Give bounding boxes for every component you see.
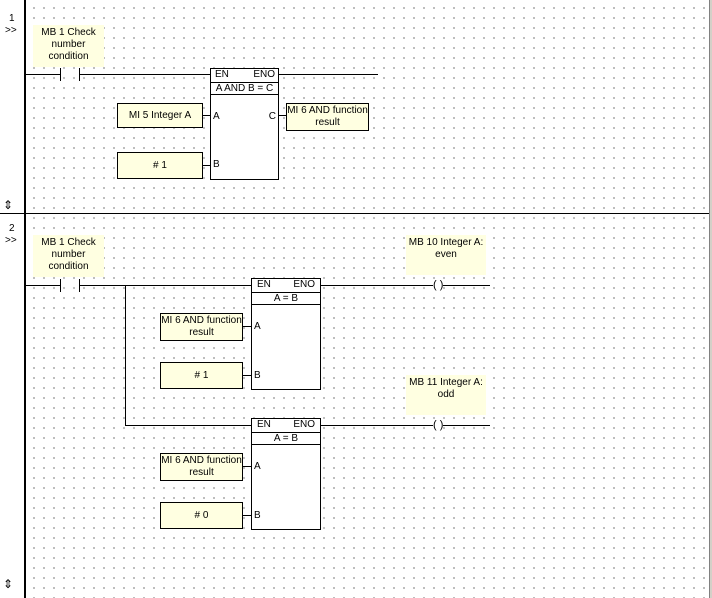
pin-b-label: B bbox=[213, 159, 220, 170]
output-c-wire bbox=[279, 115, 286, 116]
en-pin: EN bbox=[215, 69, 229, 80]
rung-2-wire-left bbox=[26, 285, 60, 286]
input-b-operand[interactable]: # 1 bbox=[117, 152, 203, 179]
rung-2-contact-left[interactable] bbox=[60, 279, 61, 292]
pin-a-label: A bbox=[213, 111, 220, 122]
pin-c-label: C bbox=[268, 111, 276, 122]
input-a-operand[interactable]: MI 5 Integer A bbox=[117, 103, 203, 128]
input-a-wire bbox=[203, 115, 210, 116]
pin-a-label: A bbox=[254, 321, 261, 332]
compare-1-input-b-wire bbox=[243, 375, 251, 376]
compare-block-odd[interactable]: EN ENO A = B A B bbox=[251, 418, 321, 530]
compare-2-input-a-wire bbox=[243, 466, 251, 467]
coil-even-label: MB 10 Integer A: even bbox=[406, 235, 486, 275]
and-block-title: A AND B = C bbox=[211, 82, 278, 95]
and-function-block[interactable]: EN ENO A AND B = C A B C bbox=[210, 68, 279, 180]
rung-2-number: 2 bbox=[9, 223, 15, 234]
rung-1-contact-left[interactable] bbox=[60, 68, 61, 81]
compare-2-output-wire bbox=[321, 425, 490, 426]
rung-1-number: 1 bbox=[9, 13, 15, 24]
compare-1-input-b[interactable]: # 1 bbox=[160, 362, 243, 389]
coil-odd[interactable]: ( ) bbox=[433, 419, 444, 431]
rung-2-wire-to-compare-2 bbox=[125, 425, 251, 426]
compare-2-input-a[interactable]: MI 6 AND function result bbox=[160, 453, 243, 481]
en-pin: EN bbox=[257, 419, 271, 430]
en-pin: EN bbox=[257, 279, 271, 290]
compare-2-input-b[interactable]: # 0 bbox=[160, 502, 243, 529]
coil-even[interactable]: ( ) bbox=[433, 279, 444, 291]
rung-2-contact-label: MB 1 Check number condition bbox=[33, 235, 104, 277]
ladder-grid bbox=[26, 0, 710, 598]
pin-b-label: B bbox=[254, 510, 261, 521]
eno-pin: ENO bbox=[293, 279, 315, 290]
rung-1-expand-icon[interactable]: >> bbox=[5, 25, 17, 36]
compare-1-input-a[interactable]: MI 6 AND function result bbox=[160, 313, 243, 341]
input-b-wire bbox=[203, 165, 210, 166]
eno-pin: ENO bbox=[253, 69, 275, 80]
rung-2-branch-wire bbox=[125, 285, 126, 425]
rung-2-expand-icon[interactable]: >> bbox=[5, 235, 17, 246]
rung-1-wire-to-block bbox=[79, 74, 210, 75]
vertical-scrollbar[interactable] bbox=[709, 0, 712, 598]
output-c-operand[interactable]: MI 6 AND function result bbox=[286, 103, 369, 131]
compare-1-output-wire bbox=[321, 285, 490, 286]
rung-1-resize-icon[interactable]: ⇕ bbox=[3, 198, 14, 212]
rung-1-wire-eno bbox=[279, 74, 378, 75]
compare-block-even[interactable]: EN ENO A = B A B bbox=[251, 278, 321, 390]
compare-block-title: A = B bbox=[252, 432, 320, 445]
compare-1-input-a-wire bbox=[243, 326, 251, 327]
rung-1-wire-left bbox=[26, 74, 60, 75]
compare-block-title: A = B bbox=[252, 292, 320, 305]
rung-2-resize-icon[interactable]: ⇕ bbox=[3, 577, 14, 591]
rung-separator bbox=[0, 213, 709, 214]
coil-odd-label: MB 11 Integer A: odd bbox=[406, 375, 486, 415]
rung-gutter bbox=[0, 0, 24, 598]
rung-1-contact-label: MB 1 Check number condition bbox=[33, 25, 104, 67]
pin-b-label: B bbox=[254, 370, 261, 381]
eno-pin: ENO bbox=[293, 419, 315, 430]
compare-2-input-b-wire bbox=[243, 515, 251, 516]
rung-2-wire-to-compare-1 bbox=[79, 285, 251, 286]
pin-a-label: A bbox=[254, 461, 261, 472]
left-power-rail bbox=[24, 0, 26, 598]
